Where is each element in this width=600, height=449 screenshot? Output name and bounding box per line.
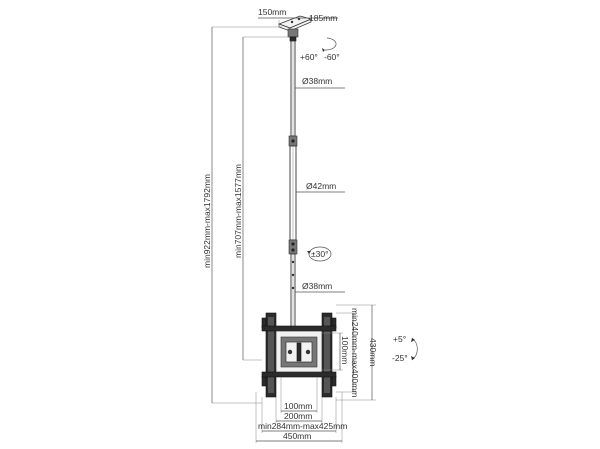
- swivel-arrow-icon: [322, 37, 337, 52]
- upper-tube-diameter-label: Ø38mm: [302, 76, 332, 86]
- swivel-joint: [287, 28, 299, 42]
- vesa-inner-vertical-label: 100mm: [340, 336, 350, 364]
- total-height-label: min922mm-max1792mm: [202, 174, 212, 268]
- upper-collar: [288, 135, 298, 147]
- swivel-right-label: -60°: [324, 52, 340, 62]
- ceiling-plate: [277, 15, 313, 32]
- middle-tube-diameter-label: Ø42mm: [306, 181, 336, 191]
- vertical-dimension-lines: [211, 26, 289, 404]
- upper-tube: [290, 40, 296, 137]
- top-plate-width-2-label: 185mm: [309, 13, 337, 23]
- tilt-up-label: +5°: [393, 334, 406, 344]
- swivel-left-label: +60°: [300, 52, 318, 62]
- middle-tube: [289, 145, 297, 241]
- vesa-horizontal-mid-label: 200mm: [284, 411, 312, 421]
- top-plate-width-1-label: 150mm: [258, 7, 286, 17]
- vesa-vertical-range-label: min240mm-max400mm: [350, 308, 360, 397]
- vesa-horizontal-range-label: min284mm-max425mm: [258, 421, 347, 431]
- tilt-arrow-icon: [411, 337, 418, 361]
- tube-height-label: min707mm-max1577mm: [233, 164, 243, 258]
- rotation-arrow-icon: [307, 246, 332, 262]
- tilt-down-label: -25°: [392, 353, 408, 363]
- bracket-vertical-dimension-lines: [322, 304, 376, 401]
- bracket-height-label: 430mm: [368, 338, 378, 366]
- lower-tube: [290, 253, 296, 330]
- tv-bracket: [261, 312, 337, 398]
- lower-tube-diameter-label: Ø38mm: [302, 281, 332, 291]
- vesa-inner-horizontal-label: 100mm: [284, 401, 312, 411]
- top-plate-dimension-lines: [258, 16, 338, 26]
- bracket-horizontal-dimension-lines: [255, 377, 343, 443]
- lower-collar: [288, 239, 298, 255]
- bracket-width-label: 450mm: [283, 431, 311, 441]
- rotation-label: ±30°: [311, 249, 329, 259]
